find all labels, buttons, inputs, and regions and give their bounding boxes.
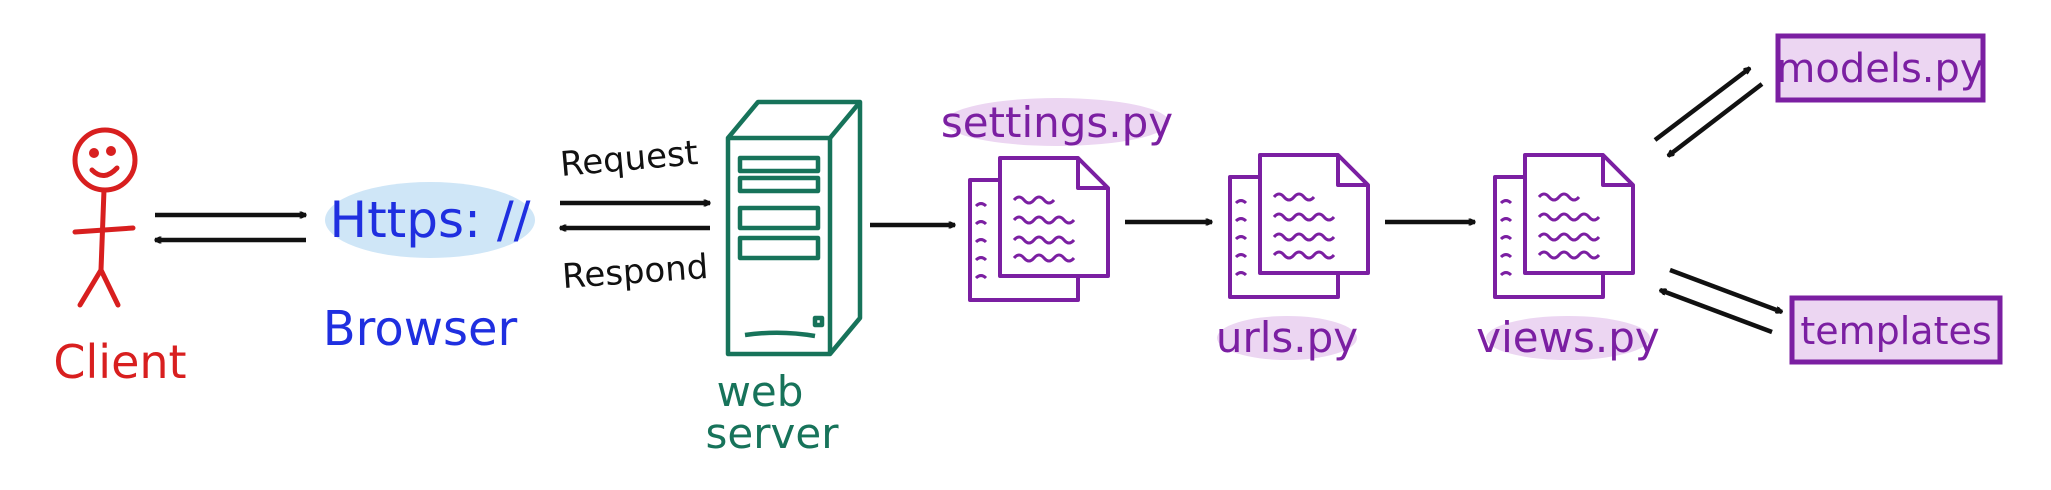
request-label: Request [559,133,700,185]
document-stack-icon [1493,153,1635,299]
views-models-arrows [1653,66,1764,158]
settings-label: settings.py [941,98,1173,147]
web-server-label-line2: server [706,409,840,458]
web-server-label-line1: web [717,367,804,416]
views-label: views.py [1476,313,1659,362]
urls-highlight [1217,316,1357,360]
stick-figure-icon [72,127,138,308]
browser-url-label: Https: // [329,191,530,249]
respond-label: Respond [561,247,710,297]
views-highlight [1486,316,1650,360]
models-box [1775,33,1986,103]
settings-highlight [945,98,1169,146]
document-stack-icon [968,156,1110,302]
templates-box [1789,295,2003,365]
views-templates-arrows [1660,267,1782,335]
urls-label: urls.py [1216,313,1358,362]
document-stack-icon [1228,153,1370,299]
templates-label: templates [1800,309,1991,353]
server-tower-icon [725,99,863,357]
request-respond-arrows [560,203,710,228]
browser-highlight [325,182,535,258]
models-label: models.py [1776,46,1983,92]
client-label: Client [53,335,186,389]
browser-label: Browser [323,301,518,357]
client-browser-arrows [155,215,306,240]
